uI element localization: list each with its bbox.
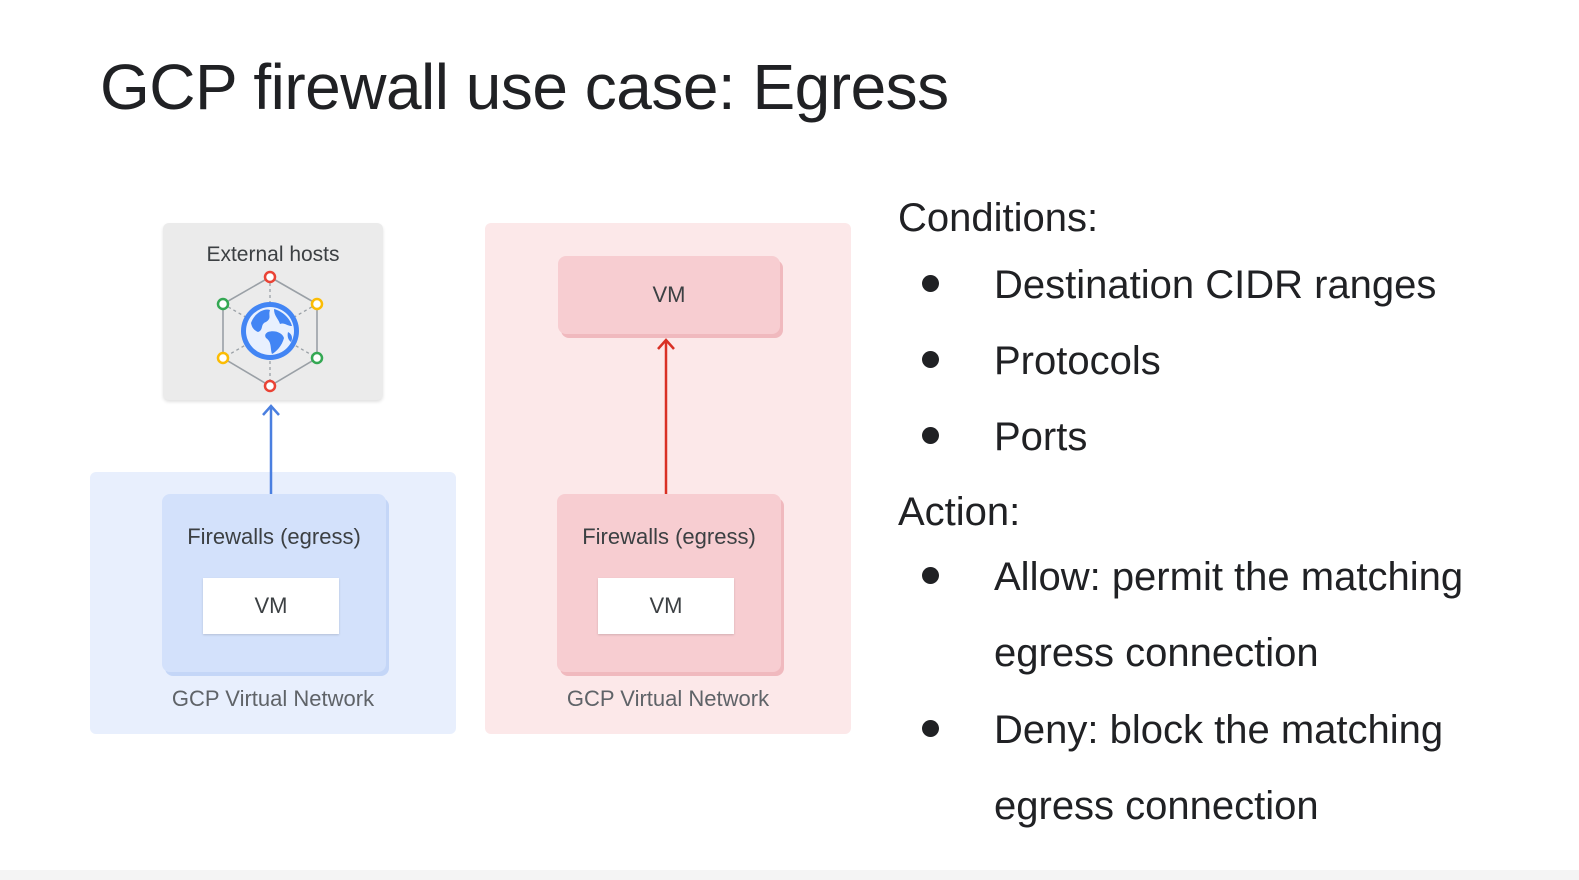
allow-vm-box: VM — [203, 578, 339, 634]
deny-firewall-label: Firewalls (egress) — [582, 524, 756, 549]
allow-egress-arrow — [262, 404, 280, 494]
conditions-heading: Conditions: — [898, 196, 1099, 240]
condition-item-text: Ports — [994, 415, 1088, 459]
slide-title: GCP firewall use case: Egress — [100, 51, 949, 123]
action-item: Deny: block the matching egress connecti… — [922, 692, 1554, 844]
external-hosts-label: External hosts — [206, 243, 340, 266]
action-item: Allow: permit the matching egress connec… — [922, 539, 1554, 691]
condition-item: Destination CIDR ranges — [922, 247, 1554, 323]
allow-firewall-box: Firewalls (egress) VM — [162, 494, 386, 672]
condition-item-text: Protocols — [994, 339, 1161, 383]
bullet-icon — [922, 275, 939, 292]
action-item-text: Deny: block the matching egress connecti… — [994, 708, 1444, 828]
condition-item: Protocols — [922, 323, 1554, 399]
bullet-icon — [922, 427, 939, 444]
bullet-icon — [922, 720, 939, 737]
deny-firewall-box: Firewalls (egress) VM — [557, 494, 781, 672]
condition-item: Ports — [922, 399, 1554, 475]
deny-target-vm-box: VM — [558, 256, 780, 334]
deny-network-label: GCP Virtual Network — [566, 686, 770, 711]
globe-icon — [216, 270, 324, 393]
deny-vm-box: VM — [598, 578, 734, 634]
bullet-icon — [922, 567, 939, 584]
deny-egress-arrow — [657, 338, 675, 494]
action-heading: Action: — [898, 490, 1021, 534]
bullet-icon — [922, 351, 939, 368]
external-hosts-box: External hosts — [163, 223, 383, 400]
allow-network-label: GCP Virtual Network — [171, 686, 375, 711]
action-item-text: Allow: permit the matching egress connec… — [994, 555, 1464, 675]
condition-item-text: Destination CIDR ranges — [994, 263, 1437, 307]
bottom-strip — [0, 870, 1579, 880]
allow-firewall-label: Firewalls (egress) — [187, 524, 361, 549]
